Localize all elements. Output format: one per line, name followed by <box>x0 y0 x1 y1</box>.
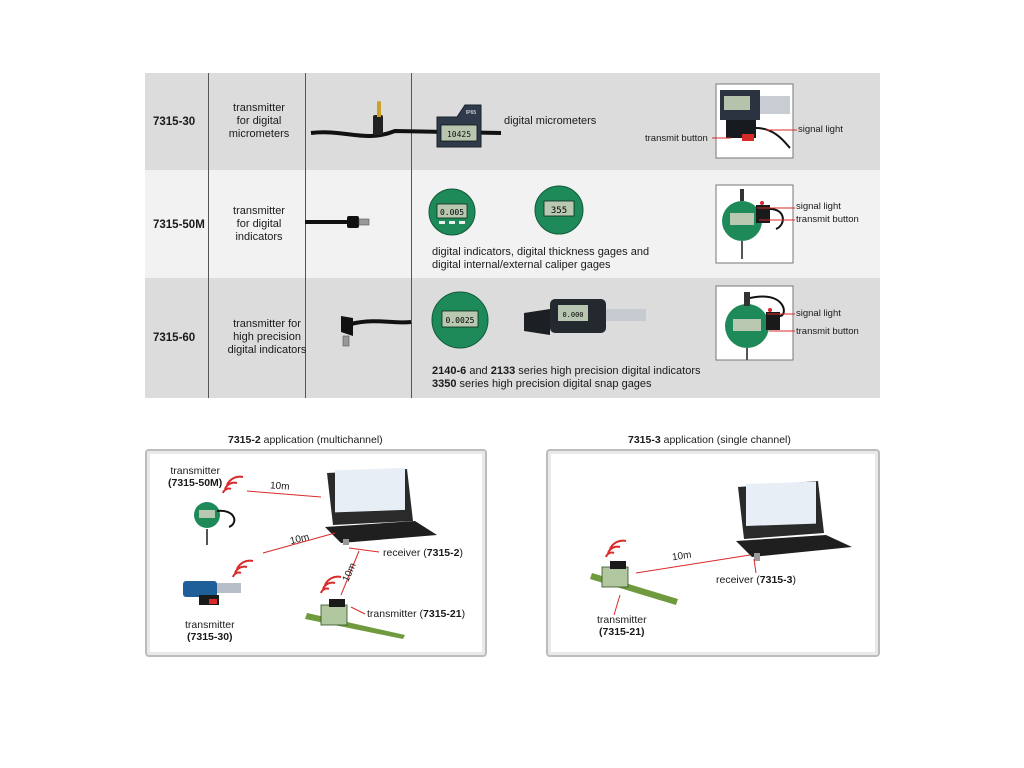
callout-lines <box>712 129 797 139</box>
transmit-button-callout: transmit button <box>796 214 859 225</box>
snap-gage-image: 0.000 <box>524 299 646 335</box>
ip65-badge: IP65 <box>466 110 477 116</box>
micrometer-readout: 10425 <box>447 130 471 139</box>
desc-line: transmitter <box>233 205 285 217</box>
compatible-devices-label: 2140-6 and 2133 series high precision di… <box>432 365 700 391</box>
high-precision-indicator-image: 0.0025 <box>431 291 489 349</box>
callout-lines <box>767 313 795 332</box>
callout-lines <box>757 207 795 221</box>
desc-line: for digital <box>236 115 282 127</box>
transmitter-7315-21-image <box>590 539 678 605</box>
jack-plug-cable-image <box>310 101 502 138</box>
desc-line: indicators <box>235 231 283 243</box>
compatible-devices-label: digital micrometers <box>504 115 597 127</box>
caption-line: transmitter <box>597 614 647 626</box>
desc-line: transmitter <box>233 102 285 114</box>
right-angle-cable-image <box>341 316 412 347</box>
signal-light-callout: signal light <box>796 308 841 319</box>
row-description: transmitter for digital micrometers <box>207 102 311 141</box>
single-channel-diagram <box>590 481 852 616</box>
receiver-7315-3-label: receiver (7315-3) <box>716 574 796 586</box>
snap-gage-readout: 0.000 <box>562 311 583 319</box>
transmitter-7315-30-image <box>183 559 254 605</box>
indicator-readout: 0.0025 <box>446 316 475 325</box>
single-channel-application-panel <box>546 449 880 657</box>
micrometer-transmitter-photo <box>715 83 794 159</box>
indicator-readout: 355 <box>551 206 567 216</box>
high-precision-transmitter-photo <box>715 285 794 361</box>
single-channel-panel-title: 7315-3 application (single channel) <box>628 434 791 446</box>
transmitter-7315-50m-image <box>194 475 244 545</box>
indicator-transmitter-photo <box>715 184 794 264</box>
multichannel-panel-title: 7315-2 application (multichannel) <box>228 434 383 446</box>
signal-light-callout: signal light <box>798 124 843 135</box>
signal-light-callout: signal light <box>796 201 841 212</box>
caption-line: (7315-30) <box>187 631 233 643</box>
transmitter-table: 7315-30 transmitter for digital micromet… <box>145 73 880 398</box>
indicator-readout: 0.005 <box>440 208 464 217</box>
desc-line: digital indicators <box>227 344 307 356</box>
column-divider <box>305 73 306 398</box>
transmit-button-callout: transmit button <box>796 326 859 337</box>
row-description: transmitter for high precision digital i… <box>215 318 319 357</box>
multichannel-application-panel <box>145 449 487 657</box>
digital-indicator-image-2: 355 <box>534 185 584 235</box>
caption-line: (7315-50M) <box>168 477 223 489</box>
compatible-line: digital internal/external caliper gages <box>432 259 611 271</box>
micro-usb-cable-image <box>305 216 370 228</box>
transmitter-7315-30-label: transmitter (7315-30) <box>185 619 235 643</box>
row-code: 7315-30 <box>153 116 196 128</box>
desc-line: for digital <box>236 218 282 230</box>
column-divider <box>411 73 412 398</box>
row-code: 7315-50M <box>153 219 205 231</box>
transmitter-7315-21-label: transmitter (7315-21) <box>367 608 466 620</box>
compatible-line: digital indicators, digital thickness ga… <box>432 246 650 258</box>
transmitter-7315-50m-label: transmitter (7315-50M) <box>168 465 222 489</box>
laptop-image <box>736 481 852 561</box>
column-divider <box>208 73 209 398</box>
digital-micrometer-display-image: 10425 IP65 <box>436 104 482 148</box>
distance-label: 10m <box>269 480 290 493</box>
compatible-line: 3350 series high precision digital snap … <box>432 378 652 390</box>
desc-line: high precision <box>233 331 301 343</box>
desc-line: transmitter for <box>233 318 301 330</box>
digital-indicator-image-1: 0.005 <box>428 188 476 236</box>
caption-line: transmitter <box>185 619 235 631</box>
compatible-line: 2140-6 and 2133 series high precision di… <box>432 365 701 377</box>
multichannel-diagram <box>183 467 437 639</box>
transmit-button-callout: transmit button <box>645 133 708 144</box>
transmitter-7315-21-image <box>305 575 405 639</box>
row-description: transmitter for digital indicators <box>207 205 311 244</box>
caption-line: (7315-21) <box>599 626 645 638</box>
caption-line: transmitter <box>170 465 220 477</box>
transmitter-7315-21-label: transmitter (7315-21) <box>597 614 647 638</box>
laptop-image <box>325 467 437 545</box>
desc-line: micrometers <box>228 128 290 140</box>
receiver-7315-2-label: receiver (7315-2) <box>383 547 463 559</box>
compatible-devices-label: digital indicators, digital thickness ga… <box>432 246 649 272</box>
row-code: 7315-60 <box>153 332 196 344</box>
